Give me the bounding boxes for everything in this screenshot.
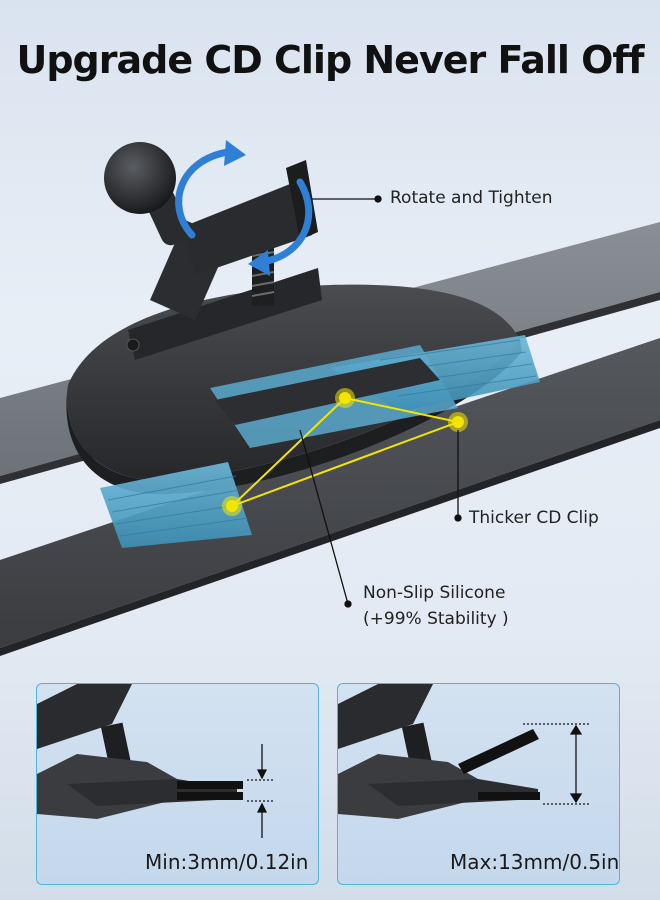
- callout-lines: [299, 195, 462, 608]
- product-illustration: [0, 140, 660, 656]
- min-clip-diagram: [37, 684, 274, 838]
- dimension-arrows-icon: [523, 723, 590, 805]
- callout-stability: (+99% Stability ): [363, 609, 509, 629]
- silicone-pads: [100, 335, 540, 548]
- rotate-arrows-icon: [175, 140, 313, 276]
- max-clip-diagram: [338, 684, 590, 819]
- page-title: Upgrade CD Clip Never Fall Off: [16, 38, 645, 82]
- ball-joint: [104, 142, 190, 246]
- callout-rotate: Rotate and Tighten: [390, 188, 553, 208]
- min-size-panel: Min:3mm/0.12in: [36, 683, 319, 885]
- wing-knob: [180, 160, 318, 275]
- callout-thicker: Thicker CD Clip: [469, 508, 599, 528]
- min-size-label: Min:3mm/0.12in: [145, 850, 309, 874]
- dimension-arrows-icon: [247, 744, 274, 838]
- stability-triangle: [222, 388, 468, 516]
- callout-nonslip: Non-Slip Silicone: [363, 583, 506, 603]
- max-size-panel: Max:13mm/0.5in: [337, 683, 620, 885]
- max-size-label: Max:13mm/0.5in: [450, 850, 620, 874]
